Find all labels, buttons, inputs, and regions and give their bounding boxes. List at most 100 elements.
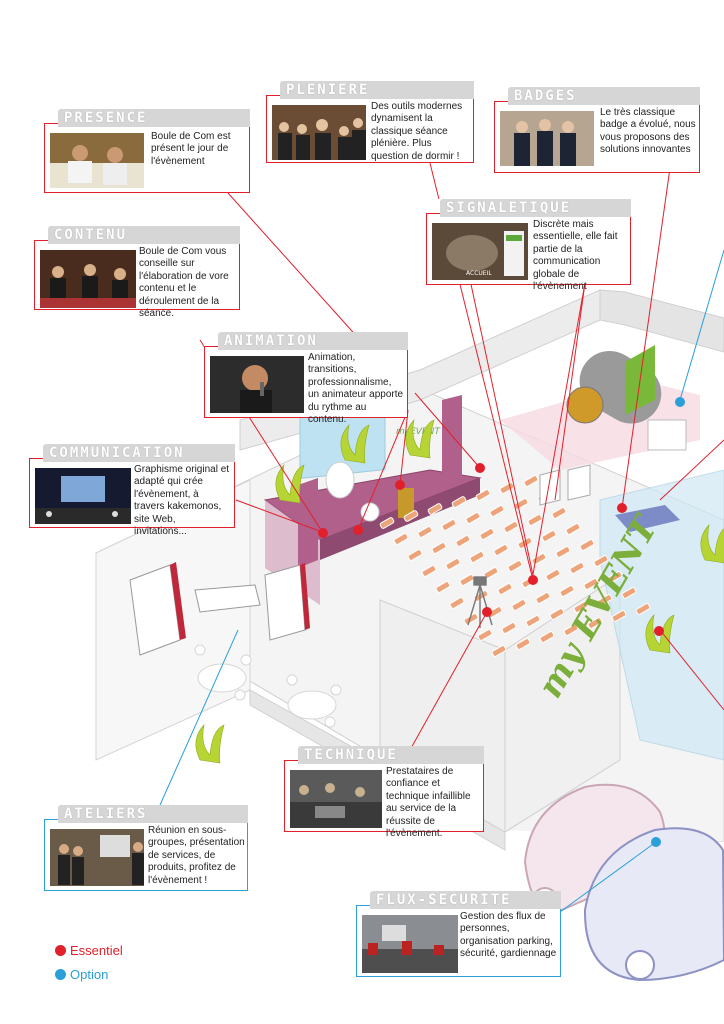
audience-chair bbox=[445, 558, 461, 570]
legend-essentiel-label: Essentiel bbox=[70, 943, 123, 958]
essentiel-markers bbox=[318, 463, 664, 636]
option-markers bbox=[651, 397, 685, 847]
audience-chair bbox=[565, 523, 581, 535]
audience-chair bbox=[611, 610, 627, 622]
legend-option: Option bbox=[55, 967, 108, 982]
audience-chair bbox=[451, 496, 467, 508]
card-title: SIGNALETIQUE bbox=[446, 200, 572, 216]
back-wall-right bbox=[599, 289, 724, 353]
audience-chair bbox=[449, 597, 465, 609]
reception-booth bbox=[539, 345, 687, 532]
audience-chair bbox=[441, 519, 457, 531]
option-dot-icon bbox=[55, 969, 66, 980]
audience-chair bbox=[539, 631, 555, 643]
audience-chair bbox=[477, 629, 493, 641]
card-text: Prestataires de confiance et technique i… bbox=[386, 766, 471, 840]
audience-chair bbox=[573, 601, 589, 613]
audience-chair bbox=[463, 613, 479, 625]
audience-chair bbox=[435, 581, 451, 593]
audience-chair bbox=[583, 578, 599, 590]
legend-essentiel: Essentiel bbox=[55, 943, 123, 958]
audience-chair bbox=[527, 514, 543, 526]
audience-chair bbox=[507, 560, 523, 572]
audience-chair bbox=[497, 583, 513, 595]
audience-chair bbox=[597, 594, 613, 606]
card-title: CONTENU bbox=[54, 227, 128, 243]
audience-chair bbox=[503, 521, 519, 533]
atelier-tables bbox=[194, 644, 342, 728]
audience-chair bbox=[579, 539, 595, 551]
audience-chair bbox=[407, 549, 423, 561]
pleniere-photo bbox=[272, 105, 366, 160]
badges-photo bbox=[500, 111, 594, 166]
card-text: Gestion des flux de personnes, organisat… bbox=[460, 911, 557, 960]
card-ateliers: ATELIERS Réunion en sous-groupes, présen… bbox=[44, 805, 248, 891]
audience-chair bbox=[511, 599, 527, 611]
audience-chair bbox=[393, 533, 409, 545]
card-title: ATELIERS bbox=[64, 806, 148, 822]
presence-photo bbox=[50, 133, 144, 188]
contenu-photo bbox=[40, 250, 136, 308]
card-title: PRESENCE bbox=[64, 110, 148, 126]
animation-photo bbox=[210, 356, 304, 413]
audience-chair bbox=[551, 507, 567, 519]
audience-chair bbox=[465, 512, 481, 524]
audience-chair bbox=[549, 608, 565, 620]
card-animation: ANIMATION Animation, transitions, profes… bbox=[204, 332, 408, 425]
audience-chair bbox=[379, 517, 395, 529]
stage: myEVENT bbox=[263, 395, 482, 605]
card-text: Le très classique badge a évolué, nous v… bbox=[600, 107, 696, 156]
ateliers-photo bbox=[50, 829, 144, 886]
audience-chair bbox=[493, 544, 509, 556]
card-presence: PRESENCE Boule de Com est présent le jou… bbox=[44, 109, 250, 193]
signaletique-photo: ACCUEIL bbox=[432, 223, 528, 280]
audience-chair bbox=[499, 482, 515, 494]
card-text: Boule de Com vous conseille sur l'élabor… bbox=[139, 246, 229, 320]
communication-boards bbox=[129, 562, 310, 656]
card-title: TECHNIQUE bbox=[304, 747, 398, 763]
audience-chair bbox=[491, 645, 507, 657]
glass-room bbox=[599, 469, 724, 761]
card-title: FLUX-SECURITE bbox=[376, 892, 512, 908]
audience-chair bbox=[593, 555, 609, 567]
card-title: PLENIERE bbox=[286, 82, 370, 98]
card-communication: COMMUNICATION Graphisme original et adap… bbox=[29, 444, 235, 537]
essentiel-dot-icon bbox=[55, 945, 66, 956]
card-contenu: CONTENU Boule de Com vous conseille sur … bbox=[34, 226, 240, 319]
audience-chair bbox=[621, 587, 637, 599]
audience-chair bbox=[417, 526, 433, 538]
audience-chair bbox=[569, 562, 585, 574]
card-text: Boule de Com est présent le jour de l'év… bbox=[151, 131, 231, 167]
accueil-sign-text: ACCUEIL bbox=[466, 270, 492, 277]
card-title: COMMUNICATION bbox=[49, 445, 185, 461]
audience-chair bbox=[427, 503, 443, 515]
card-text: Des outils modernes dynamisent la classi… bbox=[371, 101, 463, 162]
audience-chair bbox=[535, 592, 551, 604]
camera-tripod bbox=[467, 576, 493, 628]
front-wall bbox=[504, 574, 621, 833]
audience-chair bbox=[559, 585, 575, 597]
communication-photo bbox=[35, 468, 131, 524]
audience-chair bbox=[469, 551, 485, 563]
audience-chair bbox=[489, 505, 505, 517]
audience-chair bbox=[607, 571, 623, 583]
card-text: Graphisme original et adapté qui crée l'… bbox=[134, 464, 230, 538]
audience-chair bbox=[475, 489, 491, 501]
audience-chair bbox=[421, 565, 437, 577]
card-title: ANIMATION bbox=[224, 333, 318, 349]
card-badges: BADGES Le très classique badge a évolué,… bbox=[494, 87, 700, 173]
audience-chair bbox=[455, 535, 471, 547]
audience-chair bbox=[525, 615, 541, 627]
card-title: BADGES bbox=[514, 88, 577, 104]
card-signaletique: SIGNALETIQUE ACCUEIL Discrète mais essen… bbox=[426, 199, 631, 292]
card-flux-securite: FLUX-SECURITE Gestion des flux de person… bbox=[356, 891, 561, 977]
audience-chair bbox=[587, 617, 603, 629]
stage-banner-text: myEVENT bbox=[396, 427, 441, 437]
audience-chair bbox=[541, 530, 557, 542]
audience-chair bbox=[523, 475, 539, 487]
audience-chair bbox=[403, 510, 419, 522]
audience-chair bbox=[555, 546, 571, 558]
leader-lines-option bbox=[159, 249, 724, 913]
audience-chair bbox=[563, 624, 579, 636]
audience-seating bbox=[379, 475, 651, 657]
